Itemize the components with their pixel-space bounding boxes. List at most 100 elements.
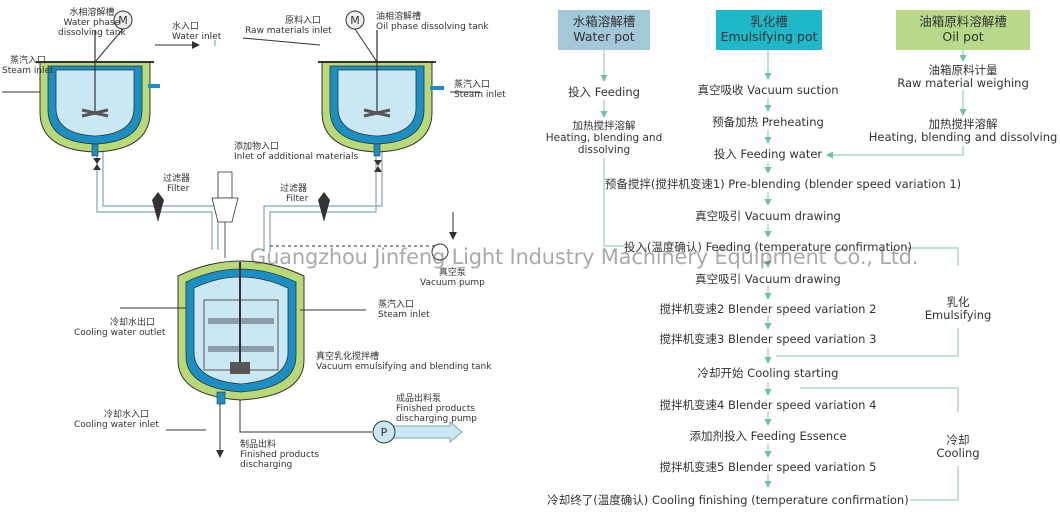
- filter-right-icon: [318, 192, 330, 222]
- filter-left-en: Filter: [167, 184, 190, 194]
- main-tank-label: 真空乳化搅拌槽 Vacuum emulsifying and blending …: [316, 352, 491, 372]
- additional-inlet-cn: 添加物入口: [234, 142, 280, 152]
- box-emul-cn: 乳化槽: [750, 14, 788, 29]
- steam-inlet-right-en: Steam inlet: [454, 90, 506, 100]
- phase-emulsifying-cn: 乳化: [946, 295, 970, 309]
- water-inlet-en: Water inlet: [172, 32, 222, 42]
- steam-inlet-right-label: 蒸汽入口 Steam inlet: [454, 80, 506, 100]
- main-step-5: 真空吸引 Vacuum drawing: [695, 209, 841, 223]
- additional-inlet-label: 添加物入口 Inlet of additional materials: [234, 142, 358, 162]
- steam-inlet-left-cn: 蒸汽入口: [10, 56, 47, 66]
- oil-step-heating-cn: 加热搅拌溶解: [928, 117, 998, 131]
- filter-right-label: 过滤器 Filter: [280, 184, 308, 204]
- vacuum-pump-en: Vacuum pump: [420, 278, 485, 288]
- motor-label-left: M: [118, 14, 128, 27]
- box-oil-pot: 油箱原料溶解槽 Oil pot: [896, 10, 1030, 50]
- flow-arrows: [600, 50, 967, 501]
- watermark-text: Guangzhou Jinfeng Light Industry Machine…: [250, 245, 919, 269]
- vacuum-pump-label: 真空泵 Vacuum pump: [420, 268, 485, 288]
- phase-cooling-en: Cooling: [936, 446, 980, 460]
- water-phase-tank: [36, 30, 160, 157]
- steam-inlet-right-cn: 蒸汽入口: [454, 80, 491, 90]
- discharge-pump-en1: Finished products: [396, 404, 476, 414]
- steam-inlet-main-cn: 蒸汽入口: [378, 300, 415, 310]
- cooling-outlet-en: Cooling water outlet: [74, 328, 166, 338]
- main-step-13: 搅拌机变速5 Blender speed variation 5: [659, 460, 877, 474]
- cooling-inlet-cn: 冷却水入口: [104, 410, 150, 420]
- product-discharge-en2: discharging: [240, 460, 293, 470]
- main-step-14: 冷却终了(温度确认) Cooling finishing (temperatur…: [547, 493, 909, 507]
- filter-right-cn: 过滤器: [280, 184, 308, 194]
- raw-inlet-en: Raw materials inlet: [245, 26, 332, 36]
- cooling-outlet-cn: 冷却水出口: [110, 318, 156, 328]
- water-step-feeding: 投入 Feeding: [568, 85, 640, 99]
- main-tank-en: Vacuum emulsifying and blending tank: [316, 362, 492, 372]
- valve-icons: [93, 158, 382, 172]
- box-oil-en: Oil pot: [942, 29, 984, 44]
- water-tank-en2: dissolving tank: [58, 28, 126, 38]
- oil-tank-label: 油相溶解槽 Oil phase dissolving tank: [376, 12, 489, 32]
- water-step-heating: 加热搅拌溶解 Heating, blending and dissolving: [546, 120, 663, 156]
- phase-cooling-cn: 冷却: [946, 433, 970, 447]
- water-inlet-cn: 水入口: [172, 22, 200, 32]
- pump-label: P: [381, 426, 388, 439]
- box-water-pot-cn: 水箱溶解槽: [572, 14, 636, 29]
- cooling-inlet-label: 冷却水入口 Cooling water inlet: [74, 410, 159, 430]
- additional-inlet-en: Inlet of additional materials: [234, 152, 359, 162]
- box-emulsifying-pot: 乳化槽 Emulsifying pot: [716, 10, 822, 50]
- oil-step-weighing-cn: 油箱原料计量: [928, 63, 998, 77]
- oil-step-heating: 加热搅拌溶解 Heating, blending and dissolving: [869, 118, 1058, 144]
- cooling-inlet-en: Cooling water inlet: [74, 420, 159, 430]
- discharge-pump-icon: [372, 420, 396, 444]
- discharge-pump-en2: discharging pump: [396, 414, 477, 424]
- process-flow: 水箱溶解槽 Water pot 乳化槽 Emulsifying pot 油箱原料…: [530, 0, 1060, 514]
- additional-hopper: [211, 171, 239, 258]
- equipment-drawing: M M: [2, 10, 480, 458]
- filter-left-cn: 过滤器: [163, 174, 191, 184]
- water-tank-cn: 水相溶解槽: [69, 8, 115, 18]
- main-step-12: 添加剂投入 Feeding Essence: [689, 429, 847, 443]
- oil-tank-en: Oil phase dissolving tank: [376, 22, 489, 32]
- water-step-heating-en1: Heating, blending and: [545, 132, 663, 144]
- vacuum-emulsifying-tank: [177, 260, 305, 405]
- filter-left-icon: [152, 192, 164, 222]
- phase-emulsifying-en: Emulsifying: [924, 308, 992, 322]
- box-oil-cn: 油箱原料溶解槽: [919, 14, 1007, 29]
- main-step-3: 投入 Feeding water: [713, 147, 823, 161]
- water-inlet-label: 水入口 Water inlet: [172, 22, 221, 42]
- main-tank-cn: 真空乳化搅拌槽: [316, 352, 380, 362]
- steam-inlet-main-label: 蒸汽入口 Steam inlet: [378, 300, 430, 320]
- main-step-8: 搅拌机变速2 Blender speed variation 2: [659, 302, 877, 316]
- oil-step-weighing-en: Raw material weighing: [897, 76, 1029, 90]
- product-discharge-label: 制品出料 Finished products discharging: [240, 440, 319, 470]
- oil-step-heating-en: Heating, blending and dissolving: [868, 130, 1058, 144]
- steam-inlet-left-en: Steam inlet: [2, 66, 54, 76]
- water-tank-en1: Water phase: [63, 18, 121, 28]
- phase-emulsifying: 乳化 Emulsifying: [925, 296, 992, 322]
- box-water-pot: 水箱溶解槽 Water pot: [558, 10, 650, 50]
- main-step-2: 预备加热 Preheating: [712, 115, 824, 129]
- discharge-pump-cn: 成品出料泵: [396, 394, 442, 404]
- raw-inlet-label: 原料入口 Raw materials inlet: [245, 16, 332, 36]
- oil-phase-tank: [318, 30, 444, 157]
- main-step-4: 预备搅拌(搅拌机变速1) Pre-blending (blender speed…: [604, 177, 962, 191]
- vacuum-pump-icon: [431, 243, 449, 261]
- main-step-9: 搅拌机变速3 Blender speed variation 3: [659, 332, 877, 346]
- phase-cooling: 冷却 Cooling: [936, 434, 979, 460]
- main-step-10: 冷却开始 Cooling starting: [697, 366, 839, 380]
- vacuum-pump-cn: 真空泵: [438, 268, 466, 278]
- main-step-6: 投入(温度确认) Feeding (temperature confirmati…: [623, 240, 913, 254]
- equipment-diagram: M M: [0, 0, 530, 514]
- filter-left-label: 过滤器 Filter: [163, 174, 190, 194]
- main-step-7: 真空吸引 Vacuum drawing: [695, 272, 841, 286]
- product-discharge-cn: 制品出料: [240, 440, 277, 450]
- water-tank-label: 水相溶解槽 Water phase dissolving tank: [58, 8, 126, 38]
- water-step-heating-cn: 加热搅拌溶解: [572, 120, 636, 132]
- steam-inlet-left-label: 蒸汽入口 Steam inlet: [2, 56, 54, 76]
- main-step-1: 真空吸收 Vacuum suction: [697, 83, 839, 97]
- filter-right-en: Filter: [286, 194, 309, 204]
- discharge-pump-label: 成品出料泵 Finished products discharging pump: [396, 394, 477, 424]
- box-emul-en: Emulsifying pot: [720, 29, 818, 44]
- water-step-heating-en2: dissolving: [577, 144, 631, 156]
- raw-inlet-cn: 原料入口: [285, 16, 322, 26]
